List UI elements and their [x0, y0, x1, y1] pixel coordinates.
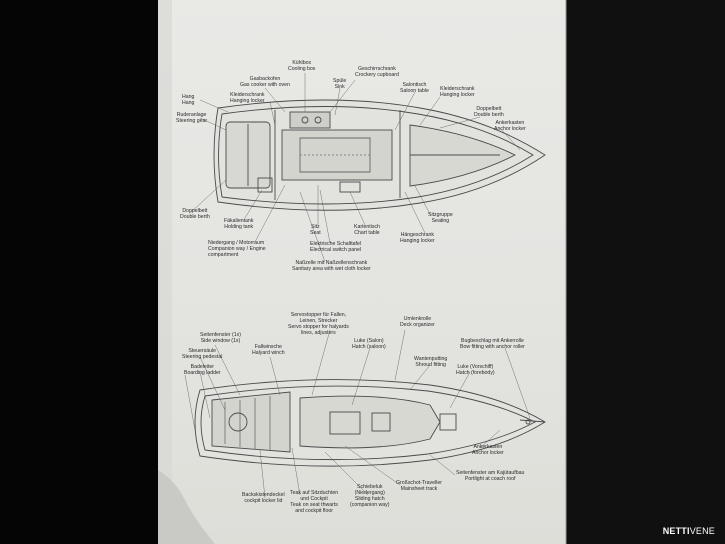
label-servo-stopper: Servostopper für Fallen,Leinen, Strecker…: [288, 312, 349, 336]
nettivene-watermark: NETTIVENE: [662, 526, 715, 536]
dark-background-left: [0, 0, 158, 544]
bottom-leader-lines: [184, 329, 531, 499]
interior-layout-hull: [213, 99, 546, 211]
label-hatch-forebody: Luke (Vorschiff)Hatch (forebody): [456, 364, 495, 376]
label-sliding-hatch: Schiebeluk(Niedergang)Sliding hatch(comp…: [350, 484, 390, 508]
top-leader-lines: [189, 73, 521, 263]
label-side-window: Seitenfenster (1x)Side window (1x): [200, 332, 241, 344]
label-hatch-saloon: Luke (Salon)Hatch (saloon): [352, 338, 386, 350]
dark-background-right: [566, 0, 725, 544]
deck-layout-hull: [194, 379, 546, 467]
